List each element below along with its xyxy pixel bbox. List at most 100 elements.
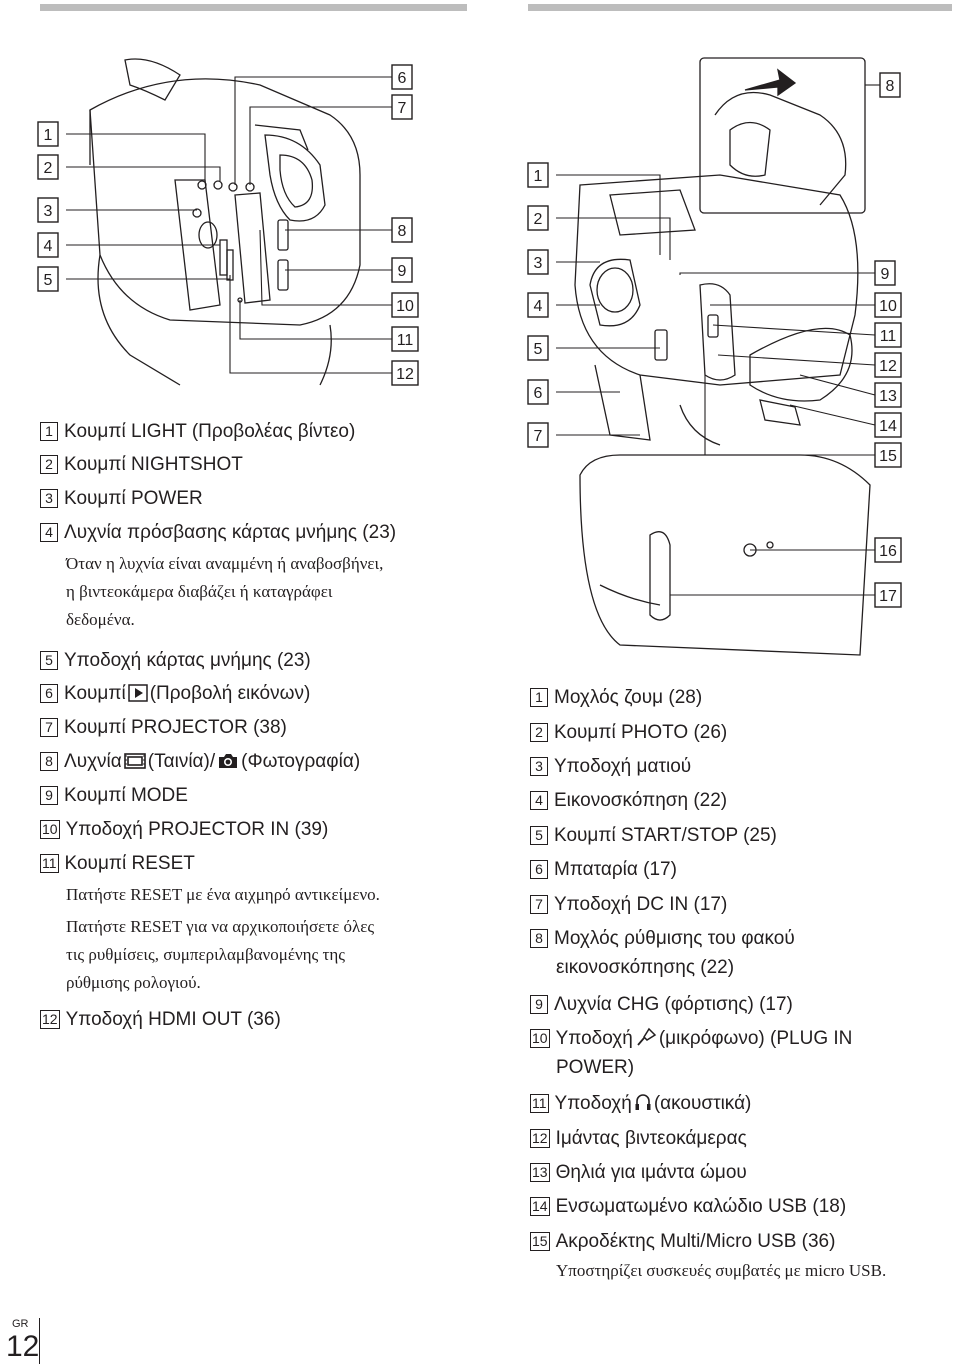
item-number-box: 6 <box>530 860 548 879</box>
item-number-box: 14 <box>530 1197 550 1216</box>
item-text-text: Μοχλός ρύθμισης του φακού <box>554 928 795 949</box>
right-figure-callout-17: 17 <box>874 582 902 608</box>
item-number-box: 4 <box>40 523 58 542</box>
left-parts-item-5: 5 Υποδοχή κάρτας μνήμης (23) <box>40 649 311 673</box>
right-figure-callout-6: 6 <box>527 379 549 405</box>
left-figure-callout-label: 11 <box>397 332 414 349</box>
item-number-box: 13 <box>530 1163 550 1182</box>
item-number-box: 8 <box>530 929 548 948</box>
left-parts-item-12: 12 Υποδοχή HDMI OUT (36) <box>40 1008 281 1032</box>
left-parts-item-3: 3 Κουμπί POWER <box>40 487 203 511</box>
item-number-box: 12 <box>530 1129 550 1148</box>
item-note-text: η βιντεοκάμερα διαβάζει ή καταγράφει <box>66 582 333 601</box>
item-number-box: 10 <box>40 820 60 839</box>
item-number-box: 7 <box>40 718 58 737</box>
right-figure-callout-13: 13 <box>874 382 902 408</box>
page-language: GR <box>12 1318 29 1330</box>
right-figure-callout-label: 7 <box>534 428 543 445</box>
right-figure-callout-4: 4 <box>527 292 549 318</box>
item-number-box: 6 <box>40 684 58 703</box>
right-figure-callout-7: 7 <box>527 422 549 448</box>
microphone-icon <box>635 1027 657 1054</box>
right-figure-callout-3: 3 <box>527 249 549 275</box>
right-parts-item-11: 11 Υποδοχή (ακουστικά) <box>530 1092 751 1119</box>
left-figure-callout-label: 3 <box>44 203 53 220</box>
movie-film-icon <box>123 752 146 777</box>
item-post-text: (ακουστικά) <box>653 1093 752 1114</box>
item-text-text: Λυχνία CHG (φόρτισης) (17) <box>554 994 793 1015</box>
item-number-box: 5 <box>530 826 548 845</box>
left-figure-callout-6: 6 <box>391 64 413 90</box>
item-number-box: 9 <box>530 995 548 1014</box>
item-text-text: Ιμάντας βιντεοκάμερας <box>555 1128 747 1149</box>
left-figure-callout-label: 10 <box>396 298 414 315</box>
right-figure-callout-9: 9 <box>874 260 896 286</box>
item-number-box: 11 <box>530 1094 549 1113</box>
item-text-text: Υποδοχή PROJECTOR IN (39) <box>65 819 329 840</box>
page-number: 12 <box>6 1330 40 1363</box>
right-figure-callout-14: 14 <box>874 412 902 438</box>
item-pre-text: Υποδοχή <box>554 1093 632 1114</box>
right-figure-callout-label: 13 <box>879 388 897 405</box>
item-text-text: Υποδοχή HDMI OUT (36) <box>65 1009 281 1030</box>
item-text-text: Υποδοχή DC IN (17) <box>554 894 728 915</box>
right-figure-callout-label: 8 <box>886 78 895 95</box>
right-figure-callout-label: 10 <box>879 298 897 315</box>
item-continuation-text: POWER) <box>556 1057 635 1078</box>
item-text-text: Κουμπί POWER <box>64 488 203 509</box>
item-number-box: 11 <box>40 854 59 873</box>
left-figure-callout-7: 7 <box>391 94 413 120</box>
right-parts-item-12: 12 Ιμάντας βιντεοκάμερας <box>530 1127 747 1151</box>
item-number-box: 15 <box>530 1232 550 1251</box>
left-figure-callout-label: 6 <box>398 70 407 87</box>
item-text-text: Κουμπί LIGHT (Προβολέας βίντεο) <box>64 421 356 442</box>
right-figure-callout-label: 14 <box>879 418 897 435</box>
item-number-box: 2 <box>530 723 548 742</box>
item-note-text: δεδομένα. <box>66 610 135 629</box>
left-figure-callout-3: 3 <box>37 197 59 223</box>
item-post-text: (Προβολή εικόνων) <box>149 683 311 704</box>
left-figure-callout-10: 10 <box>391 292 419 318</box>
item-text-text: Κουμπί MODE <box>64 785 188 806</box>
play-button-icon <box>127 684 148 709</box>
item-number-box: 12 <box>40 1010 60 1029</box>
item-mid-text: (Ταινία)/ <box>147 751 216 772</box>
camera-icon <box>217 752 239 777</box>
left-figure-callout-5: 5 <box>37 266 59 292</box>
left-figure-callout-label: 4 <box>44 238 53 255</box>
right-figure-callout-label: 16 <box>879 543 897 560</box>
left-figure-callout-label: 7 <box>398 100 407 117</box>
left-figure-callout-1: 1 <box>37 121 59 147</box>
left-figure-callout-label: 12 <box>396 366 414 383</box>
item-pre-text: Λυχνία <box>64 751 122 772</box>
right-figure-callout-10: 10 <box>874 292 902 318</box>
item-note-text: Όταν η λυχνία είναι αναμμένη ή αναβοσβήν… <box>66 554 384 573</box>
right-header-bar <box>528 4 952 11</box>
left-figure-callout-4: 4 <box>37 232 59 258</box>
right-figure-callout-label: 1 <box>534 168 543 185</box>
item-note-text: ρύθμισης ρολογιού. <box>66 973 201 992</box>
left-header-bar <box>40 4 467 11</box>
item-number-box: 2 <box>40 455 58 474</box>
item-text-text: Υποδοχή κάρτας μνήμης (23) <box>64 650 311 671</box>
right-figure-callout-label: 17 <box>879 588 897 605</box>
item-note-text: Πατήστε RESET με ένα αιχμηρό αντικείμενο… <box>66 885 380 904</box>
item-number-box: 5 <box>40 651 58 670</box>
item-text-text: Λυχνία πρόσβασης κάρτας μνήμης (23) <box>64 522 397 543</box>
headphones-icon <box>634 1092 652 1119</box>
item-number-box: 3 <box>40 489 58 508</box>
right-figure-callout-label: 4 <box>534 298 543 315</box>
